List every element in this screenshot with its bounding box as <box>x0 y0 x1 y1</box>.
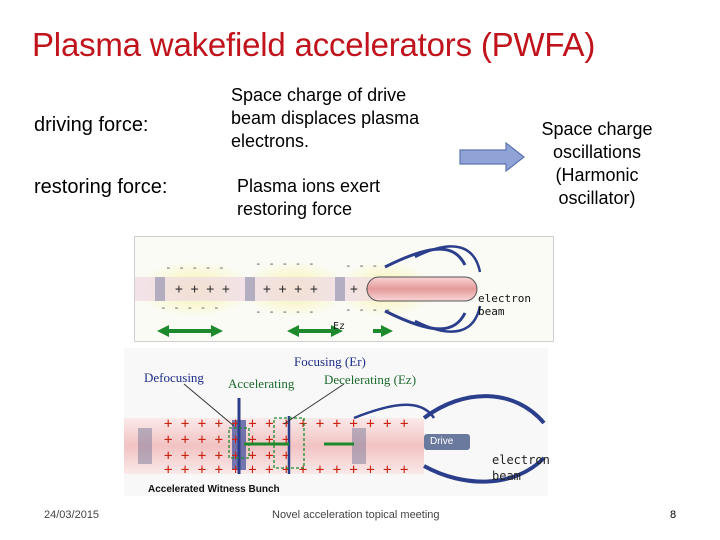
svg-text:- - - -: - - - - <box>345 259 391 272</box>
svg-text:- - - -: - - - - <box>345 303 391 316</box>
driving-force-description: Space charge of drive beam displaces pla… <box>231 85 420 151</box>
footer-event: Novel acceleration topical meeting <box>272 509 440 521</box>
svg-text:- - - - -: - - - - - <box>160 301 220 314</box>
svg-text:+ + + + + + + + + + + + + + +: + + + + + + + + + + + + + + + <box>164 462 408 478</box>
result-text: Space charge oscillations (Harmonic osci… <box>541 119 653 208</box>
drive-label: Drive <box>430 436 454 447</box>
restoring-force-label: restoring force: <box>34 176 168 198</box>
accelerating-label: Accelerating <box>228 376 295 391</box>
svg-text:- - - - -: - - - - - <box>255 305 315 318</box>
svg-text:+ + + + + + + +: + + + + + + + + <box>164 448 290 464</box>
footer-page-number: 8 <box>670 509 677 521</box>
svg-text:- - - - -: - - - - - <box>165 261 225 274</box>
right-arrow-icon <box>459 141 525 173</box>
svg-text:+ + + + + + + +: + + + + + + + + <box>164 432 290 448</box>
field-label: Ez <box>333 321 346 332</box>
slide-title: Plasma wakefield accelerators (PWFA) <box>32 26 596 63</box>
focusing-label: Focusing (Er) <box>294 354 366 369</box>
svg-text:- - - - -: - - - - - <box>255 257 315 270</box>
top-beam-label: electron beam <box>478 292 531 318</box>
svg-text:+ + + +: + + + + <box>263 282 318 297</box>
top-wake-diagram: + + + + + + + + + + - - - - - - - - - - … <box>134 236 554 342</box>
restoring-force-description: Plasma ions exert restoring force <box>237 176 381 219</box>
bottom-beam-label: electron beam <box>492 453 550 483</box>
svg-text:+ + + + + + + + + + + + + + +: + + + + + + + + + + + + + + + <box>164 416 408 432</box>
defocusing-label: Defocusing <box>144 370 204 385</box>
driving-force-label: driving force: <box>34 114 149 136</box>
witness-bunch-label: Accelerated Witness Bunch <box>148 484 280 495</box>
bottom-wake-diagram: + + + + + + + + + + + + + + + + + + + + … <box>124 348 548 496</box>
footer-date: 24/03/2015 <box>44 509 100 521</box>
decelerating-label: Decelerating (Ez) <box>324 372 417 387</box>
svg-text:+ + + +: + + + + <box>175 282 230 297</box>
